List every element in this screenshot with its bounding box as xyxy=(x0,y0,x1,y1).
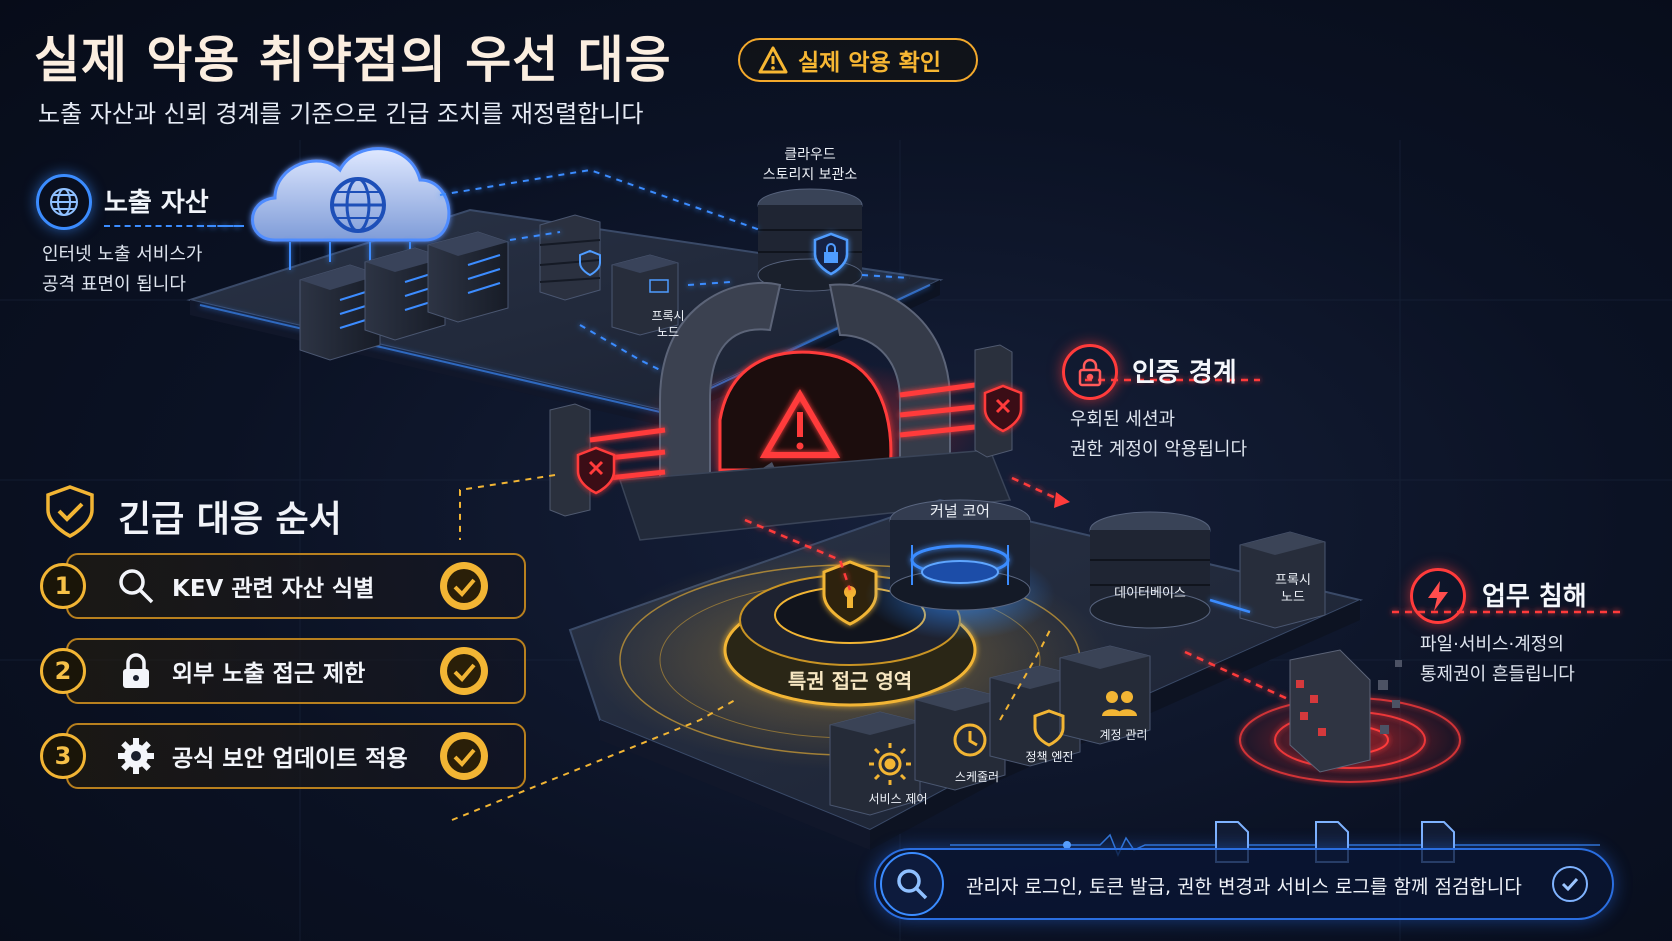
auth-boundary-title: 인증 경계 xyxy=(1132,358,1237,388)
lock-icon-badge xyxy=(1062,344,1118,400)
exposed-assets-desc-line2: 공격 표면이 됩니다 xyxy=(42,274,186,295)
privileged-zone-label: 특권 접근 영역 xyxy=(787,669,913,693)
step-number: 2 xyxy=(40,648,86,694)
db-proxy-link xyxy=(1209,598,1251,614)
proxy-top-label: 프록시 노드 xyxy=(648,308,688,340)
business-breach-title: 업무 침해 xyxy=(1482,582,1587,612)
business-breach-desc-line1: 파일·서비스·계정의 xyxy=(1420,634,1564,655)
proxy-right-line1: 프록시 xyxy=(1275,573,1311,588)
check-badge-icon xyxy=(440,732,488,780)
proxy-top-line2: 노드 xyxy=(656,325,680,339)
globe-icon xyxy=(50,188,78,216)
exposed-assets-desc: 인터넷 노출 서비스가 공격 표면이 됩니다 xyxy=(42,240,202,300)
check-icon xyxy=(1561,877,1579,892)
exploit-confirmed-badge: 실제 악용 확인 xyxy=(738,38,978,82)
database-label: 데이터베이스 xyxy=(1114,586,1186,601)
exposed-assets-divider xyxy=(104,225,244,227)
cloud-icon xyxy=(251,147,451,270)
module-label-policy-engine: 정책 엔진 xyxy=(1025,750,1074,764)
lock-icon xyxy=(1078,358,1102,387)
lightning-icon xyxy=(1428,581,1448,611)
log-review-bar xyxy=(874,848,1614,920)
check-badge-icon xyxy=(440,562,488,610)
module-label-service-control: 서비스 제어 xyxy=(868,792,928,806)
auth-boundary-desc: 우회된 세션과 권한 계정이 악용됩니다 xyxy=(1070,405,1247,465)
search-icon xyxy=(119,569,154,604)
gear-icon xyxy=(869,743,911,785)
module-label-scheduler: 스케줄러 xyxy=(954,770,1000,784)
cloud-storage-line2: 스토리지 보관소 xyxy=(762,167,858,183)
cloud-storage-label: 클라우드 스토리지 보관소 xyxy=(750,145,870,185)
search-icon-badge xyxy=(880,852,944,916)
clock-icon xyxy=(953,723,987,757)
response-step-3[interactable]: 3 공식 보안 업데이트 적용 xyxy=(40,723,526,789)
search-icon xyxy=(897,869,928,900)
proxy-node-top xyxy=(611,254,679,336)
business-breach-desc: 파일·서비스·계정의 통제권이 흔들립니다 xyxy=(1420,630,1575,690)
lock-icon xyxy=(123,653,149,688)
check-circle-icon-badge xyxy=(1552,866,1588,902)
laser-barriers xyxy=(549,344,1023,517)
auth-boundary-desc-line2: 권한 계정이 악용됩니다 xyxy=(1070,439,1248,460)
database-cylinder xyxy=(1089,511,1211,629)
proxy-right-line2: 노드 xyxy=(1281,590,1305,605)
kernel-core-cylinder xyxy=(865,499,1055,640)
exposed-assets-desc-line1: 인터넷 노출 서비스가 xyxy=(42,244,203,265)
step-label: 외부 노출 접근 제한 xyxy=(172,661,366,687)
module-label-account-mgmt: 계정 관리 xyxy=(1099,728,1148,742)
step-number: 3 xyxy=(40,733,86,779)
proxy-top-line1: 프록시 xyxy=(651,309,685,323)
cloud-storage-line1: 클라우드 xyxy=(784,147,836,163)
response-step-1[interactable]: 1 KEV 관련 자산 식별 xyxy=(40,553,526,619)
business-breach-desc-line2: 통제권이 흔들립니다 xyxy=(1420,664,1575,685)
lightning-icon-badge xyxy=(1410,568,1466,624)
gear-icon xyxy=(118,738,154,774)
module-blocks xyxy=(829,645,1151,816)
step-label: 공식 보안 업데이트 적용 xyxy=(172,746,408,772)
step-number: 1 xyxy=(40,563,86,609)
red-arrowhead xyxy=(1054,492,1070,508)
gold-response-flows xyxy=(451,474,1051,821)
auth-boundary-desc-line1: 우회된 세션과 xyxy=(1070,409,1176,430)
response-title: 긴급 대응 순서 xyxy=(118,499,342,540)
blocked-shield-icon xyxy=(576,384,1023,495)
page-title: 실제 악용 취약점의 우선 대응 xyxy=(34,31,672,89)
log-review-text: 관리자 로그인, 토큰 발급, 권한 변경과 서비스 로그를 함께 점검합니다 xyxy=(966,876,1522,898)
server-rack-icons xyxy=(299,231,509,361)
warning-icon xyxy=(758,46,788,74)
firewall-icon xyxy=(539,214,601,301)
policy-shield-icon xyxy=(1033,709,1065,747)
cloud-storage-vault xyxy=(757,188,863,292)
proxy-right-label: 프록시 노드 xyxy=(1268,572,1318,606)
shield-check-icon xyxy=(46,485,94,538)
proxy-node-right xyxy=(1239,531,1326,629)
check-badge-icon xyxy=(440,647,488,695)
kernel-core-label: 커널 코어 xyxy=(930,502,990,520)
badge-label: 실제 악용 확인 xyxy=(798,50,941,76)
breach-target xyxy=(1230,649,1470,788)
page-subtitle: 노출 자산과 신뢰 경계를 기준으로 긴급 조치를 재정렬합니다 xyxy=(38,100,644,128)
globe-icon-badge xyxy=(36,174,92,230)
response-step-2[interactable]: 2 외부 노출 접근 제한 xyxy=(40,638,526,704)
exposed-assets-title: 노출 자산 xyxy=(104,188,209,218)
broken-arch-gate xyxy=(618,281,1012,541)
users-icon xyxy=(1102,691,1137,716)
step-label: KEV 관련 자산 식별 xyxy=(172,576,375,602)
